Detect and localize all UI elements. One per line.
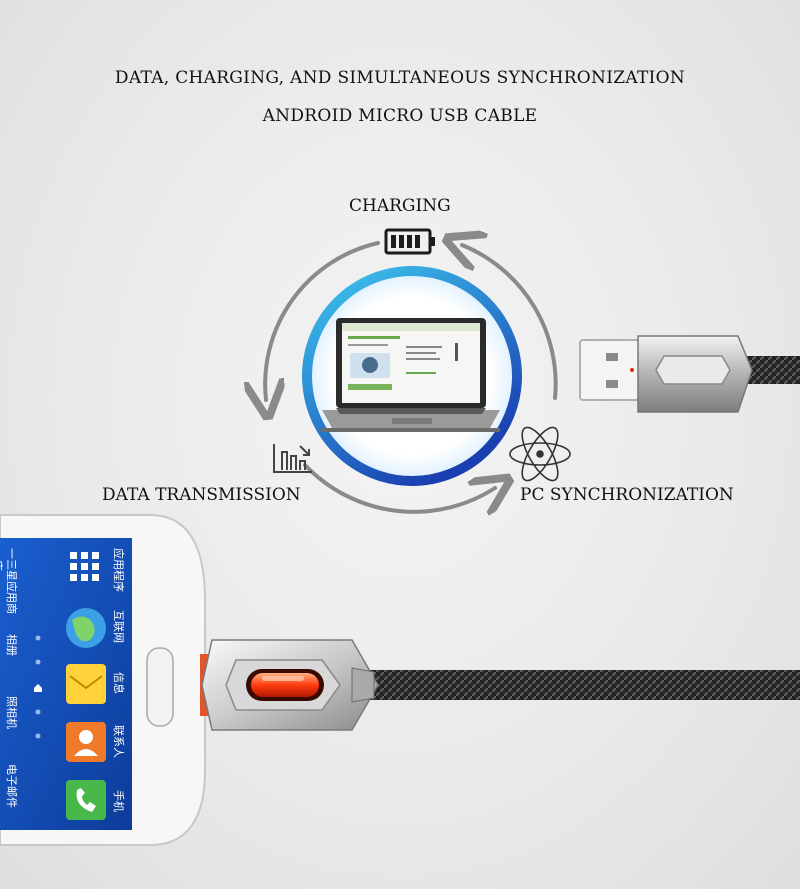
- app-label-phone: 手机: [112, 790, 126, 812]
- headline-line-2: ANDROID MICRO USB CABLE: [262, 106, 538, 126]
- charging-label: CHARGING: [349, 196, 451, 216]
- left-label-store: 一三星应用商: [5, 548, 19, 614]
- atom-icon: [509, 426, 571, 482]
- app-label-internet: 互联网: [112, 610, 125, 643]
- arrow-to-charging-icon: [462, 245, 558, 400]
- app-grid-icon: [70, 552, 99, 581]
- data-transmission-label: DATA TRANSMISSION: [102, 485, 301, 505]
- envelope-icon: [66, 664, 106, 704]
- app-label-contacts: 联系人: [112, 725, 125, 758]
- left-label-camera: 照相机: [5, 696, 19, 729]
- laptop-icon: [322, 318, 500, 432]
- usb-a-connector: [579, 335, 800, 413]
- home-button: [146, 647, 174, 727]
- data-chart-icon: [273, 444, 312, 473]
- braided-cable: [370, 670, 800, 700]
- phone: [0, 514, 206, 846]
- globe-icon: [66, 608, 106, 648]
- pc-synchronization-label: PC SYNCHRONIZATION: [520, 485, 734, 505]
- app-label-apps: 应用程序: [112, 548, 126, 592]
- arrow-to-data-icon: [265, 241, 380, 400]
- micro-usb-connector: [200, 639, 800, 731]
- left-label-gallery: 相册: [5, 634, 18, 656]
- arrow-to-pc-icon: [303, 463, 495, 512]
- phone-icon: [66, 780, 106, 820]
- headline-line-1: DATA, CHARGING, AND SIMULTANEOUS SYNCHRO…: [114, 68, 686, 88]
- app-label-messages: 信息: [112, 672, 126, 694]
- left-label-store-2: 店: [0, 560, 5, 571]
- cycle-arrows: [265, 241, 558, 512]
- battery-icon: [384, 228, 435, 255]
- left-label-email: 电子邮件: [5, 764, 18, 808]
- contact-icon: [66, 722, 106, 762]
